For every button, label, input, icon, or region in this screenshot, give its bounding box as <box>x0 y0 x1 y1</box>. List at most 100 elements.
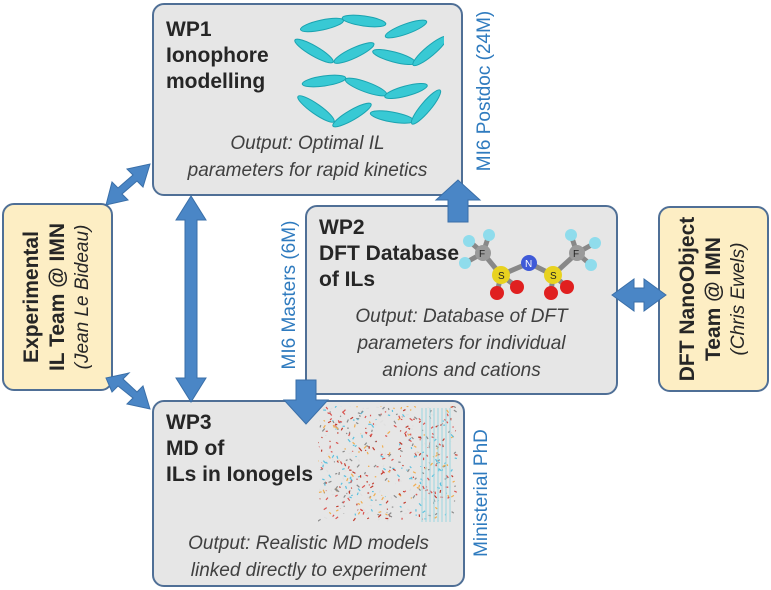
md-molecule-fragment <box>347 438 351 443</box>
md-molecule-fragment <box>342 450 345 453</box>
double-arrow <box>611 278 667 312</box>
md-molecule-fragment <box>404 512 407 515</box>
md-molecule-fragment <box>442 464 446 468</box>
md-molecule-fragment <box>380 413 382 415</box>
md-molecule-fragment <box>329 411 331 413</box>
md-molecule-fragment <box>411 436 414 440</box>
md-molecule-fragment <box>339 420 343 423</box>
md-molecule-fragment <box>407 433 411 436</box>
md-molecule-fragment <box>321 428 326 432</box>
md-molecule-fragment <box>332 424 335 428</box>
md-molecule-fragment <box>371 424 375 428</box>
md-molecule-fragment <box>427 406 430 409</box>
md-molecule-fragment <box>393 420 397 424</box>
md-molecule-fragment <box>416 486 419 490</box>
md-molecule-fragment <box>334 406 337 409</box>
md-molecule-fragment <box>382 464 385 468</box>
md-molecule-fragment <box>393 424 397 428</box>
md-molecule-fragment <box>434 506 438 510</box>
md-molecule-fragment <box>325 497 329 501</box>
wp2-output: Output: Database of DFT parameters for i… <box>309 303 614 384</box>
md-molecule-fragment <box>408 438 412 443</box>
md-molecule-fragment <box>321 407 326 410</box>
ionophore-ellipsoid <box>301 74 347 88</box>
md-molecule-fragment <box>395 413 398 416</box>
md-molecule-fragment <box>349 477 353 481</box>
md-molecule-fragment <box>422 485 425 490</box>
md-molecule-fragment <box>328 421 331 425</box>
wp2-title-line: of ILs <box>319 268 375 291</box>
md-molecule-fragment <box>373 493 376 497</box>
md-molecule-fragment <box>452 406 457 409</box>
md-molecule-fragment <box>335 516 339 520</box>
md-molecule-fragment <box>364 415 367 419</box>
wp3-title-line: ILs in Ionogels <box>166 463 314 486</box>
wp1-title-line: modelling <box>166 70 266 93</box>
md-molecule-fragment <box>364 431 367 434</box>
md-molecule-fragment <box>366 511 369 516</box>
md-molecule-fragment <box>418 417 421 421</box>
md-molecule-fragment <box>345 459 348 462</box>
md-molecule-fragment <box>352 517 356 522</box>
md-molecule-fragment <box>350 416 354 420</box>
md-molecule-fragment <box>409 428 414 431</box>
md-molecule-fragment <box>362 475 366 479</box>
md-molecule-fragment <box>402 409 406 412</box>
md-molecule-fragment <box>384 477 388 481</box>
md-molecule-fragment <box>436 452 439 456</box>
md-molecule-fragment <box>332 514 335 518</box>
wp2-output-line: anions and cations <box>382 360 541 381</box>
md-molecule-fragment <box>330 489 333 492</box>
md-molecule-fragment <box>412 494 416 499</box>
md-molecule-fragment <box>443 418 447 421</box>
md-molecule-fragment <box>373 464 377 468</box>
md-molecule-fragment <box>415 514 417 516</box>
md-molecule-fragment <box>450 434 455 438</box>
molecule-atom-label: F <box>573 249 579 260</box>
md-molecule-fragment <box>366 451 369 455</box>
md-molecule-fragment <box>362 508 367 513</box>
md-molecule-fragment <box>378 490 381 494</box>
md-molecule-fragment <box>418 502 422 507</box>
md-molecule-fragment <box>319 424 322 428</box>
md-molecule-fragment <box>339 415 342 418</box>
md-molecule-fragment <box>367 517 370 520</box>
md-molecule-fragment <box>358 414 361 418</box>
md-molecule-fragment <box>378 413 381 417</box>
md-molecule-fragment <box>407 468 410 473</box>
md-molecule-fragment <box>343 475 347 478</box>
md-molecule-fragment <box>335 509 339 512</box>
md-molecule-fragment <box>330 407 333 410</box>
md-molecule-fragment <box>405 425 409 428</box>
md-molecule-fragment <box>347 497 351 502</box>
md-molecule-fragment <box>388 469 391 472</box>
md-molecule-fragment <box>341 501 344 504</box>
wp3-title-line: WP3 <box>166 411 212 434</box>
md-molecule-fragment <box>454 457 458 460</box>
md-molecule-fragment <box>355 422 359 425</box>
md-molecule-fragment <box>409 511 412 514</box>
md-molecule-fragment <box>417 450 421 454</box>
md-molecule-fragment <box>413 406 417 408</box>
md-molecule-fragment <box>327 420 332 424</box>
md-molecule-fragment <box>392 468 396 472</box>
molecule-atom-label: N <box>525 259 532 270</box>
md-molecule-fragment <box>352 436 355 440</box>
md-molecule-fragment <box>434 516 438 519</box>
md-molecule-fragment <box>322 489 325 493</box>
wp2-box: WP2 DFT Database of ILs <box>305 205 618 395</box>
ionophore-ellipsoid <box>297 95 335 123</box>
md-molecule-fragment <box>383 423 386 427</box>
md-molecule-fragment <box>380 455 384 458</box>
md-molecule-fragment <box>450 469 453 472</box>
md-molecule-fragment <box>331 457 334 461</box>
md-molecule-fragment <box>388 452 391 456</box>
md-molecule-fragment <box>361 484 366 489</box>
md-molecule-fragment <box>357 511 361 515</box>
md-molecule-fragment <box>399 479 402 482</box>
md-molecule-fragment <box>380 471 384 475</box>
md-molecule-fragment <box>418 452 422 456</box>
md-molecule-fragment <box>423 497 427 501</box>
md-molecule-fragment <box>350 450 353 454</box>
